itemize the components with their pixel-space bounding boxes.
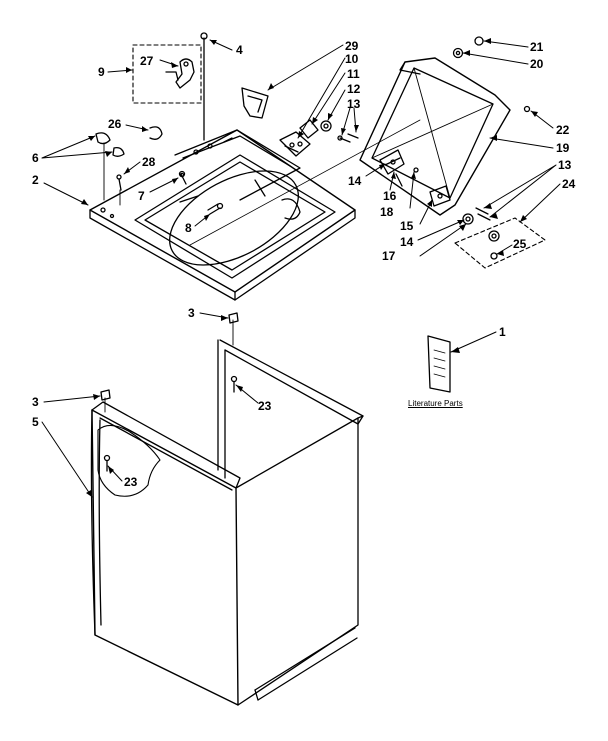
part-13-screws-upper <box>337 133 359 143</box>
callout-2: 2 <box>32 173 39 187</box>
callout-28: 28 <box>142 155 156 169</box>
part-1-literature <box>427 335 451 393</box>
part-22-screw <box>523 105 531 113</box>
callout-10: 10 <box>345 52 359 66</box>
callout-14-lower: 14 <box>400 235 414 249</box>
callout-14-upper: 14 <box>348 174 362 188</box>
callout-22: 22 <box>556 123 570 137</box>
callout-27: 27 <box>140 54 154 68</box>
part-26-clip <box>149 126 163 140</box>
callout-3-lower: 3 <box>32 395 39 409</box>
assembly-guide-lines <box>103 142 234 413</box>
part-3-clips <box>100 312 239 401</box>
callout-26: 26 <box>108 117 122 131</box>
callout-20: 20 <box>530 57 544 71</box>
callout-29: 29 <box>345 39 359 53</box>
lid-reference-line <box>189 119 421 246</box>
callout-23-upper: 23 <box>258 399 272 413</box>
part-12-nut <box>320 120 332 132</box>
callout-1: 1 <box>499 325 506 339</box>
part-11-switch <box>299 119 319 139</box>
callout-11: 11 <box>347 67 360 81</box>
part-29-handle <box>241 87 269 119</box>
callout-6: 6 <box>32 151 39 165</box>
part-4-screw <box>200 32 208 141</box>
part-6-clips <box>95 132 125 157</box>
callout-8: 8 <box>185 221 192 235</box>
part-10-hinge-block <box>279 131 311 157</box>
callout-21: 21 <box>530 40 544 54</box>
cabinet-cutaway <box>97 424 161 497</box>
callout-13-lower: 13 <box>558 158 572 172</box>
callout-17: 17 <box>382 249 396 263</box>
leader-arrowheads <box>81 38 538 497</box>
top-assembly <box>89 129 356 301</box>
callout-24: 24 <box>562 177 576 191</box>
callout-13-upper: 13 <box>347 97 361 111</box>
callout-9: 9 <box>98 65 105 79</box>
callout-16: 16 <box>383 189 397 203</box>
part-8-screw <box>207 202 224 215</box>
callout-3-upper: 3 <box>188 306 195 320</box>
callout-7: 7 <box>138 189 145 203</box>
part-28-screw <box>116 174 122 191</box>
callout-19: 19 <box>556 141 570 155</box>
callout-12: 12 <box>347 82 361 96</box>
part-9-kit-box <box>132 44 202 104</box>
part-23-screws <box>103 375 238 472</box>
callout-18: 18 <box>380 205 394 219</box>
callout-4: 4 <box>236 43 243 57</box>
part-24-kit-box <box>454 217 546 269</box>
callout-5: 5 <box>32 415 39 429</box>
part-7-screw <box>178 170 187 185</box>
literature-parts-label: Literature Parts <box>408 399 463 408</box>
lid-hinge-hardware <box>379 149 500 242</box>
cabinet <box>90 339 364 706</box>
callout-23-lower: 23 <box>124 475 138 489</box>
callout-25: 25 <box>513 237 527 251</box>
callout-15: 15 <box>400 219 414 233</box>
